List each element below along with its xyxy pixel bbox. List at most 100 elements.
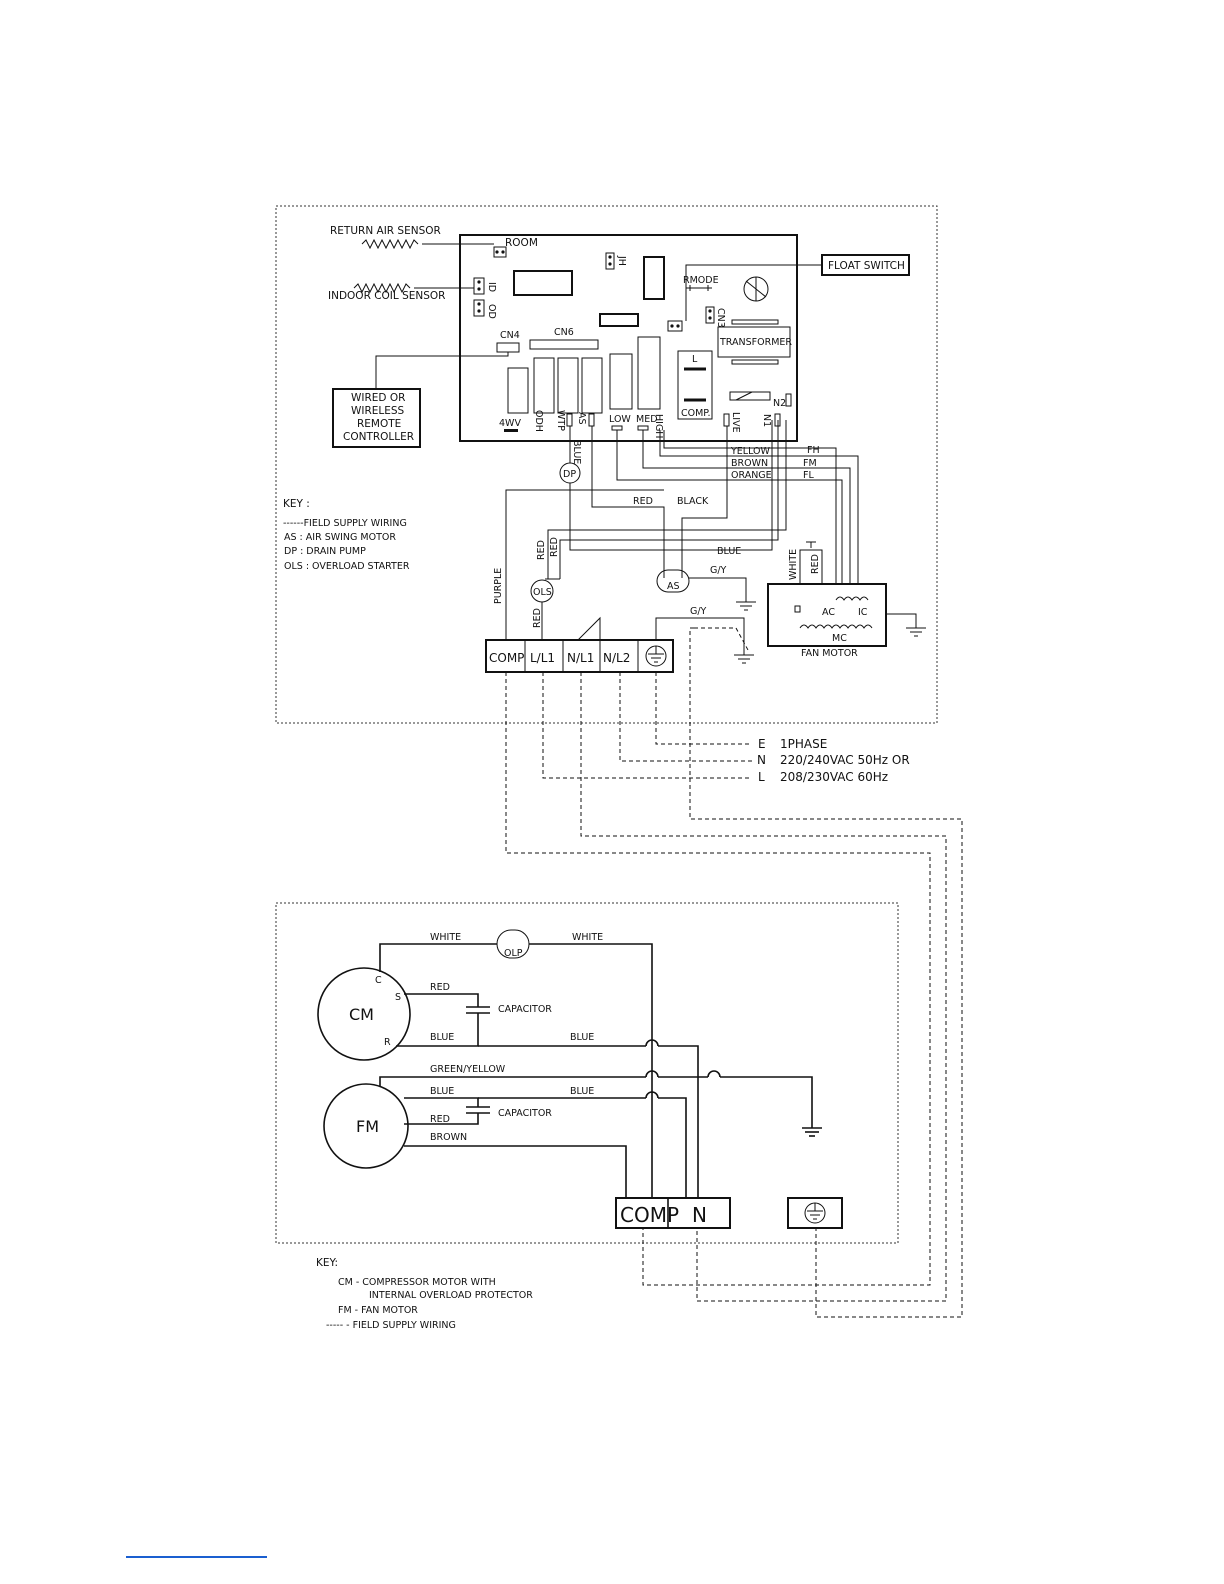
supply-n: N [757, 753, 766, 767]
as-motor-label: AS [667, 581, 680, 592]
4wv-label: 4WV [499, 418, 521, 429]
key2-cm-line-1: CM - COMPRESSOR MOTOR WITH [338, 1277, 496, 1288]
outdoor-unit-boundary [275, 902, 899, 1244]
supply-e-text: 1PHASE [780, 737, 827, 751]
relay-as [581, 357, 603, 414]
od-label: OD [486, 304, 497, 319]
key-line-2: AS : AIR SWING MOTOR [284, 532, 396, 543]
rmode-connector [667, 320, 683, 332]
rmode-label: RMODE [683, 275, 719, 286]
float-switch-label: FLOAT SWITCH [828, 260, 905, 272]
ic-label: IC [858, 607, 868, 618]
n1-label: N1 [761, 414, 772, 427]
ac-label: AC [822, 607, 835, 618]
key-line-1: ------FIELD SUPPLY WIRING [283, 518, 407, 529]
supply-l-text: 208/230VAC 60Hz [780, 770, 888, 784]
red-label-lower-1: RED [430, 982, 450, 993]
terminal-block [485, 639, 674, 673]
red-label-1: RED [633, 496, 653, 507]
return-air-sensor-label: RETURN AIR SENSOR [330, 225, 441, 237]
relay-comp [677, 350, 713, 420]
red-label-lower-2: RED [430, 1114, 450, 1125]
od-connector [473, 299, 485, 317]
cn3-label: CN3 [715, 308, 726, 328]
relay-l-label: L [692, 354, 698, 365]
key2-field-line: ----- - FIELD SUPPLY WIRING [326, 1320, 456, 1331]
capacitor-label-1: CAPACITOR [498, 1004, 552, 1015]
white-label-1: WHITE [430, 932, 461, 943]
red-label-a: RED [536, 540, 547, 560]
footer-rule [126, 1556, 267, 1558]
key-line-3: DP : DRAIN PUMP [284, 546, 366, 557]
transformer-box [717, 326, 791, 358]
key-title: KEY : [283, 498, 310, 510]
gy-label-2: G/Y [690, 606, 707, 617]
chip-main [513, 270, 573, 296]
relay-med [637, 336, 661, 410]
yellow-label: YELLOW [730, 446, 771, 457]
purple-label: PURPLE [493, 568, 504, 604]
relay-odh [533, 357, 555, 414]
remote-line-3: REMOTE [357, 418, 401, 430]
cm-label: CM [349, 1005, 374, 1024]
wtp-label: WTP [555, 410, 566, 431]
olp-label: OLP [504, 948, 523, 959]
red-label-d: RED [810, 554, 821, 574]
odh-label: ODH [533, 410, 544, 432]
green-yellow-label: GREEN/YELLOW [430, 1064, 506, 1075]
med-label: MED [636, 414, 658, 425]
room-connector [493, 246, 507, 258]
gy-label-1: G/Y [710, 565, 727, 576]
white-label: WHITE [788, 549, 799, 580]
terminal-n-l2: N/L2 [603, 651, 630, 665]
id-label: ID [486, 282, 497, 292]
remote-line-4: CONTROLLER [343, 431, 414, 443]
key2-title: KEY: [316, 1257, 338, 1269]
cn3-connector [705, 306, 715, 324]
relay-comp-label: COMP. [681, 408, 711, 419]
blue-label-lower-3: BLUE [430, 1086, 454, 1097]
chip-vertical [643, 256, 665, 300]
ols-label: OLS [533, 587, 552, 598]
control-board [459, 234, 798, 442]
red-label-b: RED [549, 537, 560, 557]
c-terminal: C [375, 975, 382, 986]
compressor-motor-icon [317, 967, 411, 1061]
fm-label: FM [356, 1117, 379, 1136]
remote-line-1: WIRED OR [351, 392, 405, 404]
brown-label: BROWN [731, 458, 768, 469]
indoor-coil-sensor-coil [353, 282, 411, 294]
fan-motor-label: FAN MOTOR [801, 648, 858, 659]
fan-motor-lower-icon [323, 1083, 409, 1169]
blue-label-lower-4: BLUE [570, 1086, 594, 1097]
relay-wtp [557, 357, 579, 414]
chip-small [599, 313, 639, 327]
indoor-coil-sensor-label: INDOOR COIL SENSOR [328, 290, 445, 302]
terminal-n-l1: N/L1 [567, 651, 594, 665]
blue-label: BLUE [717, 546, 741, 557]
supply-e: E [758, 737, 766, 751]
key-line-4: OLS : OVERLOAD STARTER [284, 561, 410, 572]
supply-l: L [758, 770, 765, 784]
jh-connector [605, 252, 615, 270]
as-label: AS [576, 412, 587, 425]
relay-low [609, 353, 633, 410]
id-connector [473, 277, 485, 295]
terminal-l-l1: L/L1 [530, 651, 555, 665]
key2-cm-line-2: INTERNAL OVERLOAD PROTECTOR [369, 1290, 533, 1301]
s-terminal: S [395, 992, 401, 1003]
orange-label: ORANGE [731, 470, 772, 481]
brown-label-lower: BROWN [430, 1132, 467, 1143]
mc-label: MC [832, 633, 847, 644]
lower-terminal-n: N [692, 1203, 707, 1227]
olp-icon [496, 929, 530, 959]
fh-label: FH [807, 445, 820, 456]
cn6-connector [529, 339, 599, 350]
lower-terminal-comp: COMP [620, 1203, 679, 1227]
r-terminal: R [384, 1037, 391, 1048]
fl-label: FL [803, 470, 814, 481]
remote-controller-box [332, 388, 421, 448]
fuse-holder [729, 391, 771, 401]
blue-label-lower-2: BLUE [570, 1032, 594, 1043]
